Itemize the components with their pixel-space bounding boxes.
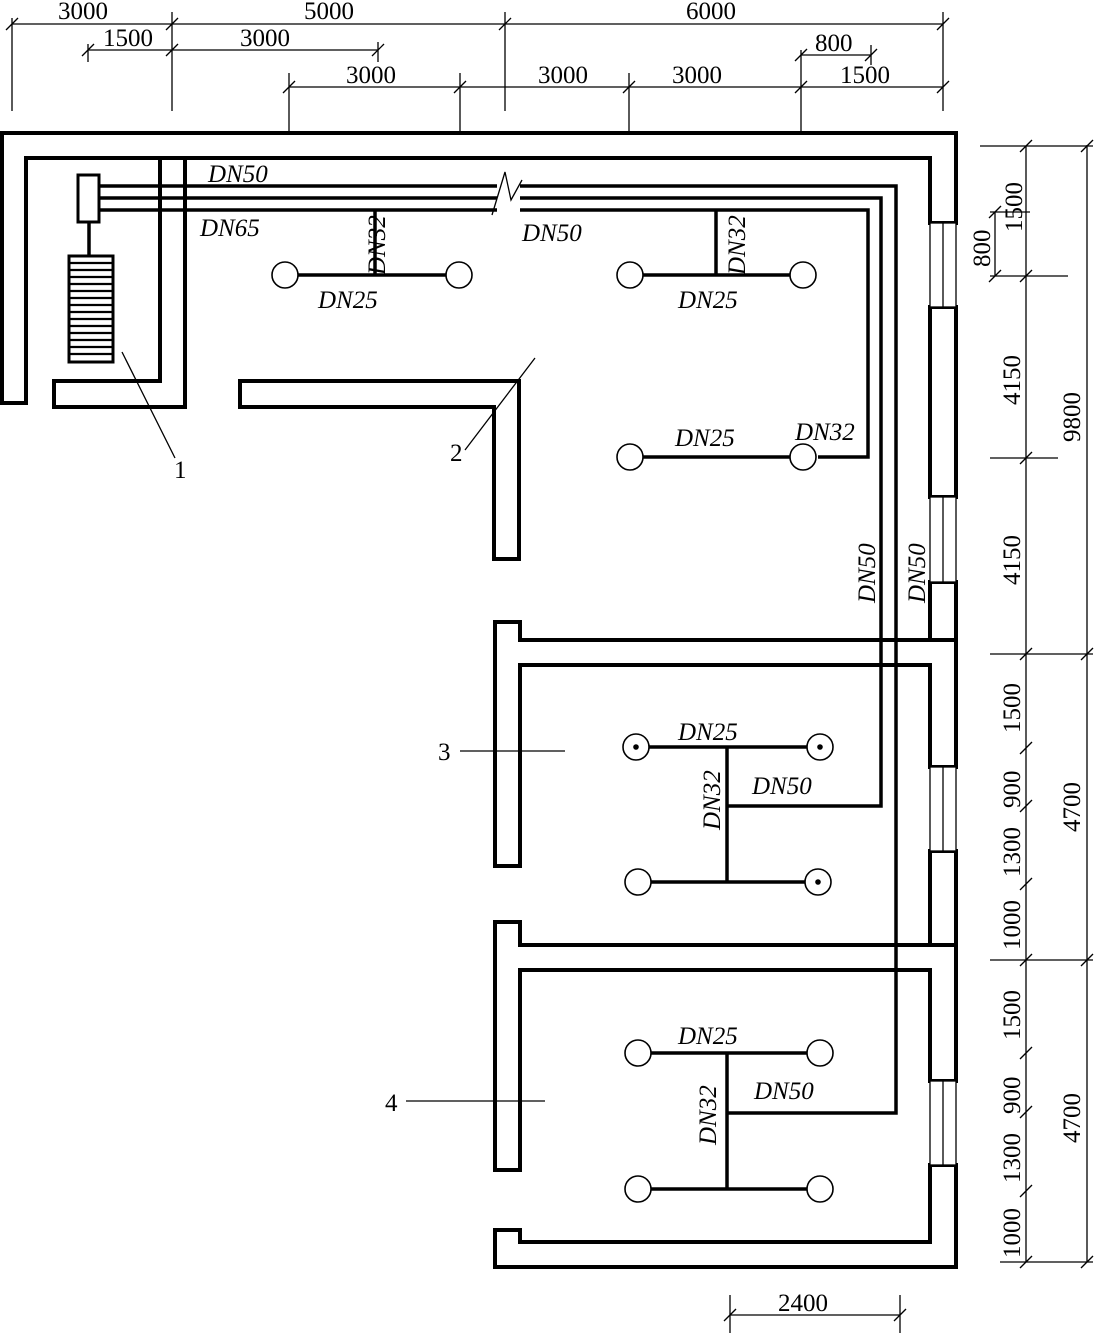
room1-partition <box>52 156 187 409</box>
dim-bay2-3: 1300 <box>999 1133 1026 1183</box>
sprinkler-head <box>616 261 644 289</box>
item-1-label: 1 <box>174 457 187 484</box>
sprinkler-head <box>789 443 817 471</box>
label-room4-branch: DN25 <box>677 1023 738 1050</box>
dim-top-9: 3000 <box>672 62 722 89</box>
pipe-labels: DN50 DN65 DN50 DN32 DN32 DN25 DN25 DN25 … <box>199 161 931 1146</box>
sprinkler-head <box>806 1175 834 1203</box>
item-2-label: 2 <box>450 440 463 467</box>
room2-l-wall <box>238 379 521 561</box>
pipes <box>99 171 898 1191</box>
sprinkler-head <box>789 261 817 289</box>
dim-bay1-2: 900 <box>999 771 1026 809</box>
label-branch-b: DN25 <box>677 287 738 314</box>
dim-top-5: 3000 <box>240 25 290 52</box>
sprinkler-head <box>445 261 473 289</box>
label-room3-feed: DN50 <box>751 773 812 800</box>
dim-right-outer-1: 9800 <box>1059 392 1086 442</box>
break-mark <box>491 171 523 216</box>
valve-box <box>76 173 101 224</box>
dim-top-4: 1500 <box>103 25 153 52</box>
item-leaders: 1 2 3 4 <box>121 351 565 1117</box>
windows <box>929 222 957 1166</box>
dim-top-1: 3000 <box>58 0 108 25</box>
label-branch-a: DN25 <box>317 287 378 314</box>
dim-top-8: 3000 <box>538 62 588 89</box>
label-room3-branch: DN25 <box>677 719 738 746</box>
dim-top-6: 800 <box>815 30 853 57</box>
dim-bay2-2: 900 <box>999 1077 1026 1115</box>
bottom-dimension: 2400 <box>723 1290 907 1333</box>
sprinkler-head <box>271 261 299 289</box>
dim-right-inner-1: 1500 <box>1001 182 1028 232</box>
right-dimensions: 9800 4700 4700 1500 800 4150 4150 1500 9… <box>969 139 1094 1269</box>
dim-top-7: 3000 <box>346 62 396 89</box>
sprinkler-heads <box>271 261 834 1203</box>
label-riser-a: DN32 <box>364 215 391 276</box>
top-dimensions: 3000 5000 6000 1500 3000 800 3000 3000 3… <box>5 0 950 133</box>
tank <box>67 254 115 364</box>
dim-right-outer-3: 4700 <box>1059 1093 1086 1143</box>
dim-bay1-4: 1000 <box>999 900 1026 950</box>
dim-right-inner-4: 4150 <box>999 535 1026 585</box>
dim-top-3: 6000 <box>686 0 736 25</box>
label-room3-riser: DN32 <box>699 770 726 831</box>
dim-top-10: 1500 <box>840 62 890 89</box>
dim-right-outer-2: 4700 <box>1059 782 1086 832</box>
label-room4-feed: DN50 <box>753 1078 814 1105</box>
dim-top-2: 5000 <box>304 0 354 25</box>
dim-right-inner-2: 800 <box>969 230 996 268</box>
sprinkler-head <box>616 443 644 471</box>
dim-bay1-3: 1300 <box>999 827 1026 877</box>
label-room4-riser: DN32 <box>695 1085 722 1146</box>
label-vertical-1: DN50 <box>854 543 881 604</box>
label-branch-c-end: DN32 <box>794 419 855 446</box>
sprinkler-head <box>624 868 652 896</box>
dim-bay2-4: 1000 <box>999 1208 1026 1258</box>
label-main-supply: DN65 <box>199 215 260 242</box>
room4-bottom-wall <box>493 1163 958 1269</box>
right-wall-pier-1 <box>928 305 958 499</box>
label-vertical-2: DN50 <box>904 543 931 604</box>
bay1-right-wall-upper <box>928 580 958 642</box>
sprinkler-head <box>624 1175 652 1203</box>
dim-bay1-1: 1500 <box>999 683 1026 733</box>
sprinkler-head <box>624 1039 652 1067</box>
pump-equipment <box>67 173 115 364</box>
item-4-label: 4 <box>385 1090 398 1117</box>
dim-bay2-1: 1500 <box>999 990 1026 1040</box>
label-main-mid: DN50 <box>521 220 582 247</box>
sprinkler-head <box>806 1039 834 1067</box>
dim-right-inner-3: 4150 <box>999 355 1026 405</box>
bay1-right-wall-lower <box>928 849 958 947</box>
dim-bottom: 2400 <box>778 1290 828 1317</box>
label-main-top: DN50 <box>207 161 268 188</box>
item-3-label: 3 <box>438 739 451 766</box>
tank-hatching <box>69 261 113 356</box>
label-branch-c: DN25 <box>674 425 735 452</box>
label-riser-b: DN32 <box>724 215 751 276</box>
